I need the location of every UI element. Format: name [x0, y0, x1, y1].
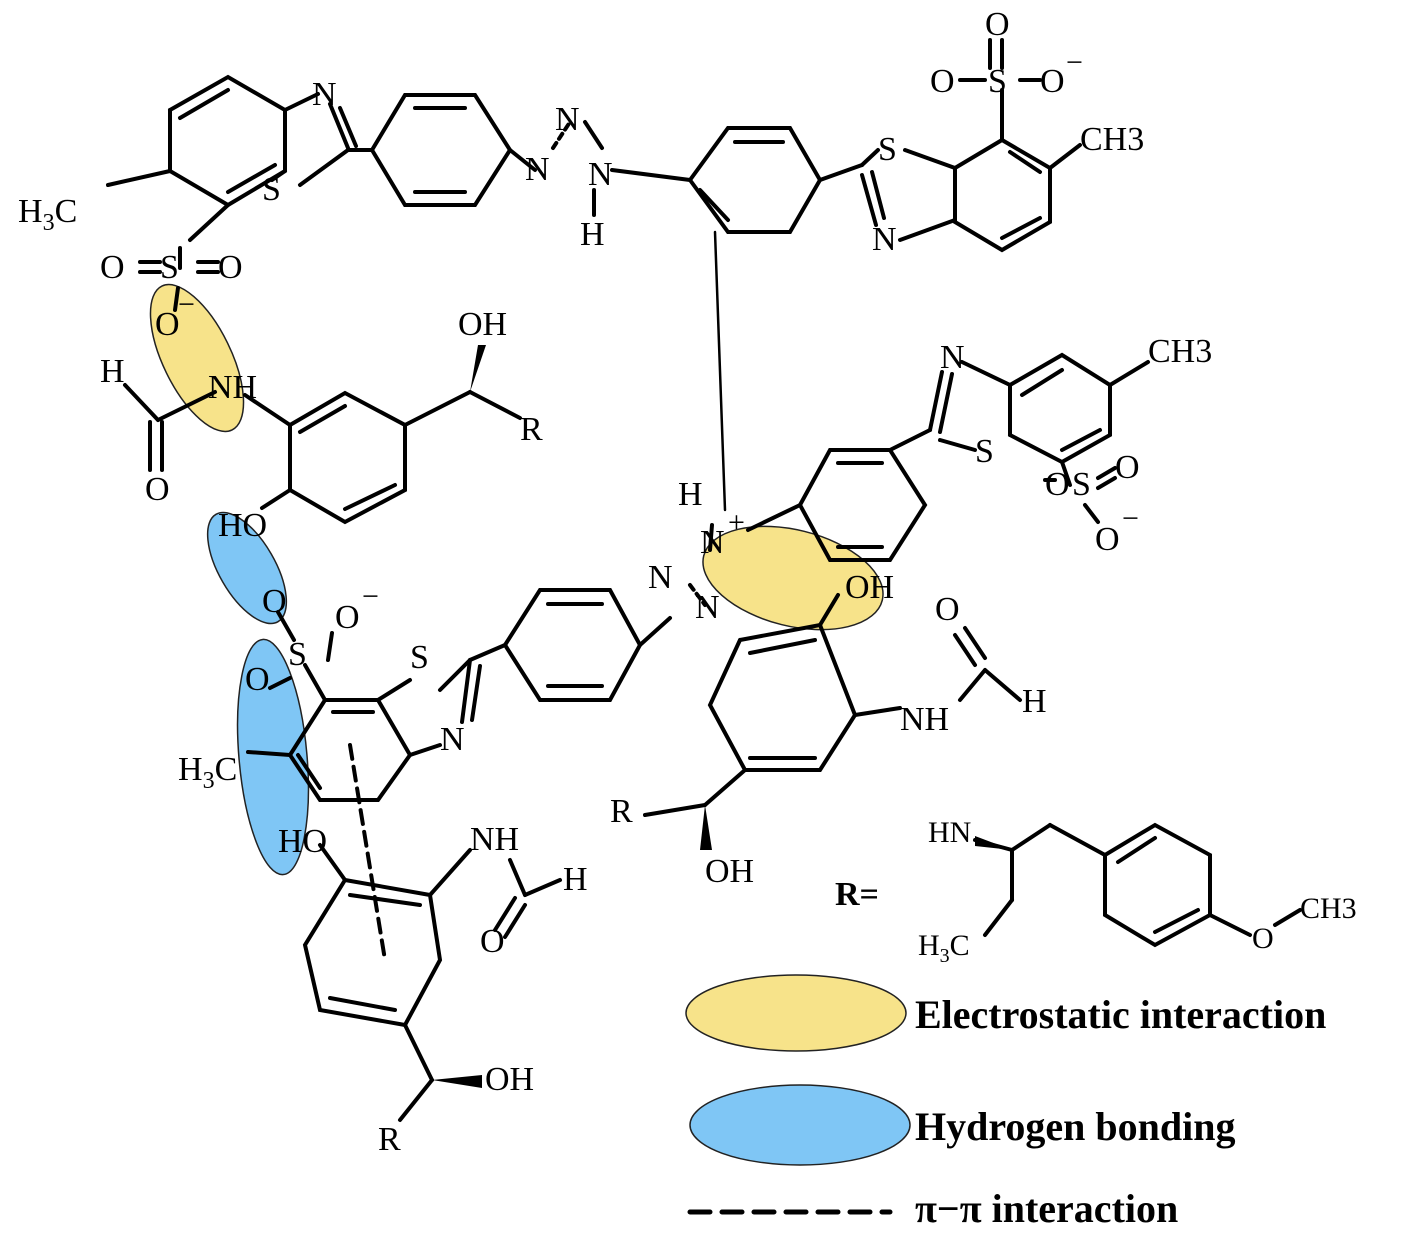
atom-OH: OH	[485, 1061, 534, 1098]
atom-O: O	[245, 661, 270, 698]
aminophenol-upper	[123, 345, 522, 525]
atom-S: S	[160, 249, 179, 286]
benzothiazole-middle	[246, 610, 482, 802]
aminophenol-bottom	[302, 843, 562, 1122]
charge-minus: −	[178, 288, 195, 321]
r-group-structure	[973, 822, 1302, 948]
legend-pi-label: π−π interaction	[915, 1186, 1178, 1231]
phenyl-ring-middle	[468, 503, 802, 702]
legend: Electrostatic interaction Hydrogen bondi…	[685, 974, 1326, 1231]
atom-N: N	[312, 76, 337, 113]
atom-S: S	[288, 636, 307, 673]
atom-O: O	[930, 63, 955, 100]
atom-H: H	[678, 476, 703, 513]
atom-N: N	[588, 156, 613, 193]
atom-N: N	[555, 101, 580, 138]
atom-H: H	[580, 216, 605, 253]
atom-O: O	[1095, 521, 1120, 558]
atom-HN: HN	[928, 816, 971, 849]
benzene-central-top	[688, 126, 864, 512]
atom-CH3-r: CH3	[1300, 892, 1357, 925]
pi-pi-stacking-line	[348, 743, 387, 962]
atom-O: O	[1115, 449, 1140, 486]
r-group-label: R=	[835, 876, 879, 913]
atom-O: O	[218, 249, 243, 286]
legend-electrostatic-label: Electrostatic interaction	[915, 992, 1326, 1037]
atom-OH: OH	[458, 306, 507, 343]
hydrogen-bond-ellipse-lower	[236, 638, 310, 876]
atom-N: N	[940, 339, 965, 376]
atom-N: N	[525, 151, 550, 188]
atom-O: O	[985, 6, 1010, 43]
atom-S: S	[410, 639, 429, 676]
atom-NH: NH	[470, 821, 519, 858]
atom-O: O	[935, 591, 960, 628]
charge-minus: −	[1066, 46, 1083, 79]
atom-HO: HO	[278, 823, 327, 860]
atom-N: N	[440, 721, 465, 758]
aminophenol-right	[643, 593, 1022, 850]
atom-labels: N S H3C O S O O − N N N H S N S O O O − …	[18, 6, 1357, 1158]
atom-H3C-left: H3C	[18, 193, 77, 236]
atom-R: R	[520, 411, 543, 448]
benzothiazole-top-right	[860, 38, 1082, 253]
atom-N: N	[695, 589, 720, 626]
atom-S: S	[975, 433, 994, 470]
charge-minus: −	[1122, 502, 1139, 535]
atom-O: O	[1045, 466, 1070, 503]
atom-O: O	[155, 306, 180, 343]
atom-HO: HO	[218, 507, 267, 544]
benzothiazole-top-left	[106, 74, 358, 242]
atom-S: S	[262, 171, 281, 208]
atom-NH: NH	[208, 369, 257, 406]
phenyl-ring-top	[346, 93, 537, 207]
electrostatic-ellipse-top-left	[149, 283, 245, 433]
atom-R: R	[378, 1121, 401, 1158]
atom-CH3-top-right: CH3	[1080, 121, 1144, 158]
atom-OH: OH	[705, 853, 754, 890]
benzothiazole-right	[798, 352, 1150, 562]
electrostatic-ellipse-center	[702, 525, 884, 631]
atom-NH: NH	[900, 701, 949, 738]
atom-O: O	[145, 471, 170, 508]
charge-minus: −	[362, 580, 379, 613]
atom-H3C-r: H3C	[918, 929, 970, 967]
atom-H: H	[1022, 683, 1047, 720]
atom-O: O	[1252, 922, 1274, 955]
atom-O: O	[335, 599, 360, 636]
atom-H3C-middle: H3C	[178, 751, 237, 794]
atom-OH: OH	[845, 569, 894, 606]
atom-S: S	[878, 131, 897, 168]
atom-O: O	[100, 249, 125, 286]
triazene-top	[551, 120, 692, 217]
legend-hydrogen-label: Hydrogen bonding	[915, 1104, 1236, 1149]
charge-plus: +	[728, 506, 745, 539]
atom-O: O	[480, 923, 505, 960]
atom-O: O	[262, 583, 287, 620]
atom-N: N	[872, 221, 897, 258]
atom-S: S	[1072, 466, 1091, 503]
hydrogen-bond-ellipse-upper	[206, 511, 288, 625]
interaction-highlights	[149, 283, 884, 876]
atom-N: N	[700, 524, 725, 561]
atom-H: H	[563, 861, 588, 898]
atom-S: S	[988, 63, 1007, 100]
atom-H: H	[100, 353, 125, 390]
atom-O: O	[1040, 63, 1065, 100]
sulfonate-top-left	[138, 246, 220, 312]
legend-electrostatic-swatch	[685, 974, 907, 1052]
atom-CH3-right: CH3	[1148, 333, 1212, 370]
legend-hydrogen-swatch	[689, 1084, 911, 1166]
atom-R: R	[610, 793, 633, 830]
atom-N: N	[648, 559, 673, 596]
